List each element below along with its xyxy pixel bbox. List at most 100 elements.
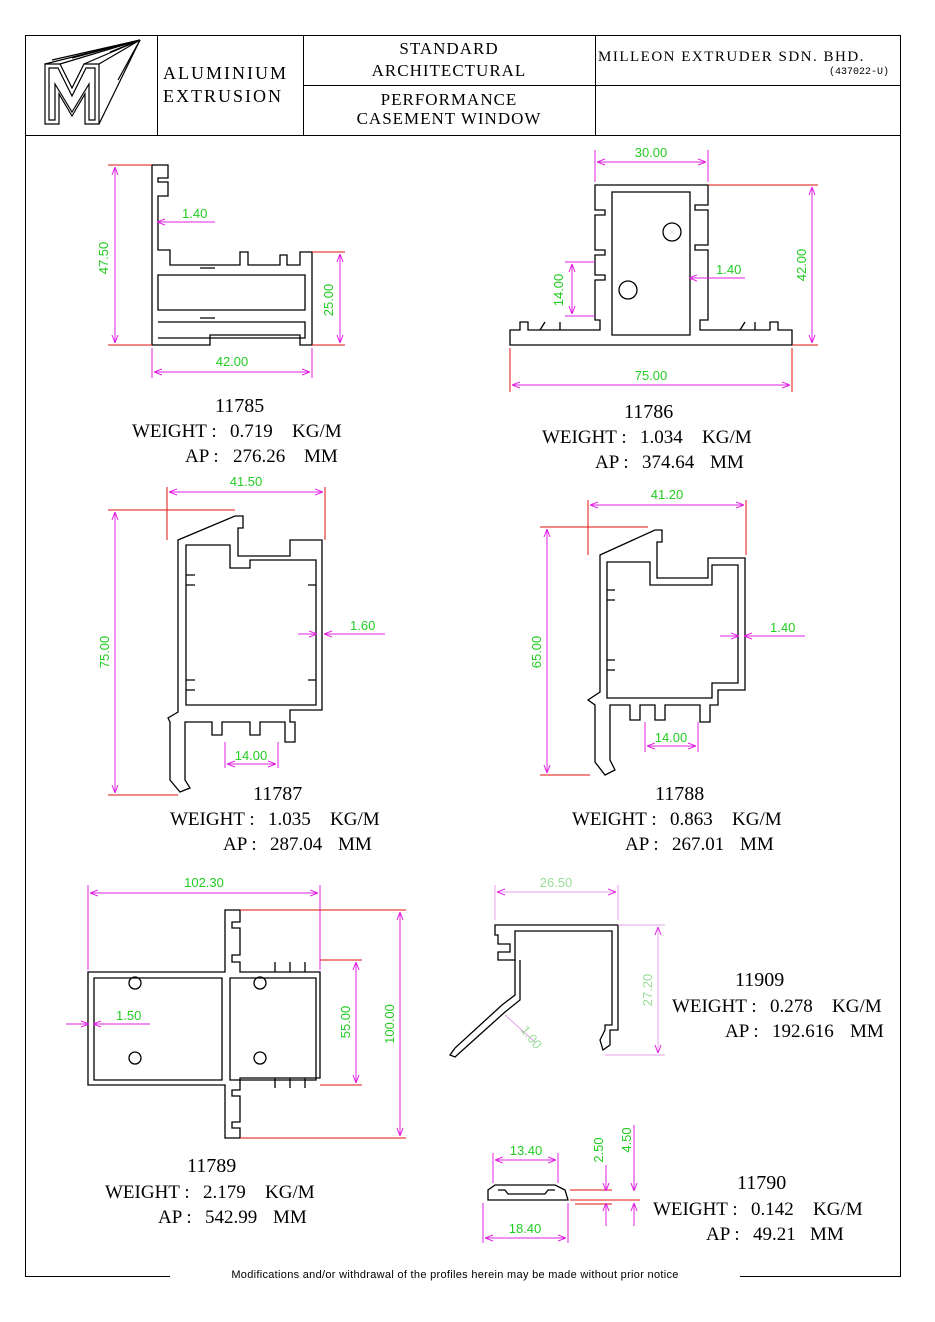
dim-11909-width: 26.50 [540, 875, 573, 890]
header-divider [303, 85, 901, 86]
dim-11786-slot: 14.00 [551, 274, 566, 307]
weight-value: 0.278 [770, 996, 813, 1017]
weight-label: WEIGHT : [132, 421, 217, 442]
profile-code: 11788 [655, 783, 705, 805]
dim-11787-slot: 14.00 [235, 748, 268, 763]
weight-value: 0.142 [751, 1199, 794, 1220]
ap-unit: MM [710, 452, 744, 473]
ap-value: 192.616 [772, 1021, 834, 1042]
ap-value: 267.01 [672, 834, 725, 855]
profile-11790 [487, 1184, 569, 1201]
weight-unit: KG/M [702, 427, 752, 448]
weight-value: 0.863 [670, 809, 713, 830]
ap-label: AP : [725, 1021, 759, 1042]
ap-value: 276.26 [233, 446, 286, 467]
weight-value: 2.179 [203, 1182, 246, 1203]
profile-code: 11785 [215, 395, 265, 417]
series-line-1: PERFORMANCE [380, 90, 518, 109]
dim-11909-wall: 1.00 [518, 1023, 545, 1052]
dim-11789-height: 100.00 [382, 1004, 397, 1044]
dim-11909-height: 27.20 [640, 974, 655, 1007]
weight-unit: KG/M [732, 809, 782, 830]
dim-11788-width: 41.20 [651, 487, 684, 502]
dim-11787-width: 41.50 [230, 474, 263, 489]
weight-unit: KG/M [832, 996, 882, 1017]
dims-11789 [66, 885, 406, 1139]
ap-unit: MM [850, 1021, 884, 1042]
ap-value: 542.99 [205, 1207, 258, 1228]
ap-label: AP : [595, 452, 629, 473]
company-name: MILLEON EXTRUDER SDN. BHD. [598, 49, 865, 65]
profile-code: 11786 [624, 401, 674, 423]
ap-value: 49.21 [753, 1224, 796, 1245]
weight-unit: KG/M [813, 1199, 863, 1220]
dim-11790-groove: 2.50 [591, 1137, 606, 1162]
profile-11785 [151, 164, 313, 346]
dim-11786-wall: 1.40 [716, 262, 741, 277]
footer-notice: Modifications and/or withdrawal of the p… [170, 1269, 740, 1281]
dim-11786-top: 30.00 [635, 145, 668, 160]
dims-11787 [108, 487, 385, 796]
weight-unit: KG/M [330, 809, 380, 830]
ap-unit: MM [273, 1207, 307, 1228]
profile-11789 [87, 909, 321, 1139]
ap-unit: MM [740, 834, 774, 855]
dim-11787-height: 75.00 [97, 636, 112, 669]
profile-code: 11790 [737, 1172, 787, 1194]
ap-label: AP : [625, 834, 659, 855]
dims-11786 [509, 150, 818, 392]
dim-11785-width: 42.00 [216, 354, 249, 369]
header-divider [157, 35, 158, 135]
product-line-2: EXTRUSION [163, 86, 283, 106]
company-reg-number: (437022-U) [829, 67, 890, 78]
dim-11786-height: 42.00 [794, 249, 809, 282]
weight-label: WEIGHT : [170, 809, 255, 830]
weight-value: 1.035 [268, 809, 311, 830]
dim-11785-wall: 1.40 [182, 206, 207, 221]
weight-label: WEIGHT : [542, 427, 627, 448]
ap-value: 374.64 [642, 452, 695, 473]
dim-11790-top: 13.40 [510, 1143, 543, 1158]
weight-label: WEIGHT : [105, 1182, 190, 1203]
ap-unit: MM [810, 1224, 844, 1245]
profile-code: 11787 [253, 783, 303, 805]
weight-label: WEIGHT : [572, 809, 657, 830]
dims-11909 [494, 885, 665, 1056]
dim-11789-wall: 1.50 [116, 1008, 141, 1023]
series-line-2: CASEMENT WINDOW [356, 109, 542, 128]
dim-11788-wall: 1.40 [770, 620, 795, 635]
ap-label: AP : [706, 1224, 740, 1245]
dim-11785-height: 47.50 [96, 242, 111, 275]
weight-unit: KG/M [292, 421, 342, 442]
category-line-1: STANDARD [399, 39, 499, 58]
dim-11789-inner: 55.00 [338, 1006, 353, 1039]
dim-11788-slot: 14.00 [655, 730, 688, 745]
dim-11785-inner: 25.00 [321, 284, 336, 317]
dim-11790-height: 4.50 [619, 1127, 634, 1152]
weight-label: WEIGHT : [672, 996, 757, 1017]
dims-11788 [540, 500, 805, 776]
weight-value: 1.034 [640, 427, 683, 448]
ap-label: AP : [158, 1207, 192, 1228]
weight-unit: KG/M [265, 1182, 315, 1203]
dim-11788-height: 65.00 [529, 636, 544, 669]
weight-value: 0.719 [230, 421, 273, 442]
ap-label: AP : [223, 834, 257, 855]
dims-11785 [108, 164, 345, 378]
profile-11788 [586, 529, 746, 776]
profile-code: 11909 [735, 969, 785, 991]
profile-11909 [448, 924, 619, 1058]
ap-unit: MM [338, 834, 372, 855]
dims-11790 [482, 1125, 640, 1243]
dim-11790-width: 18.40 [509, 1221, 542, 1236]
profile-code: 11789 [187, 1155, 237, 1177]
profile-11787 [167, 515, 323, 793]
ap-label: AP : [185, 446, 219, 467]
profile-11786 [509, 184, 793, 346]
category-line-2: ARCHITECTURAL [371, 61, 527, 80]
weight-label: WEIGHT : [653, 1199, 738, 1220]
product-line-1: ALUMINIUM [163, 63, 288, 83]
dim-11789-width: 102.30 [184, 875, 224, 890]
ap-unit: MM [304, 446, 338, 467]
